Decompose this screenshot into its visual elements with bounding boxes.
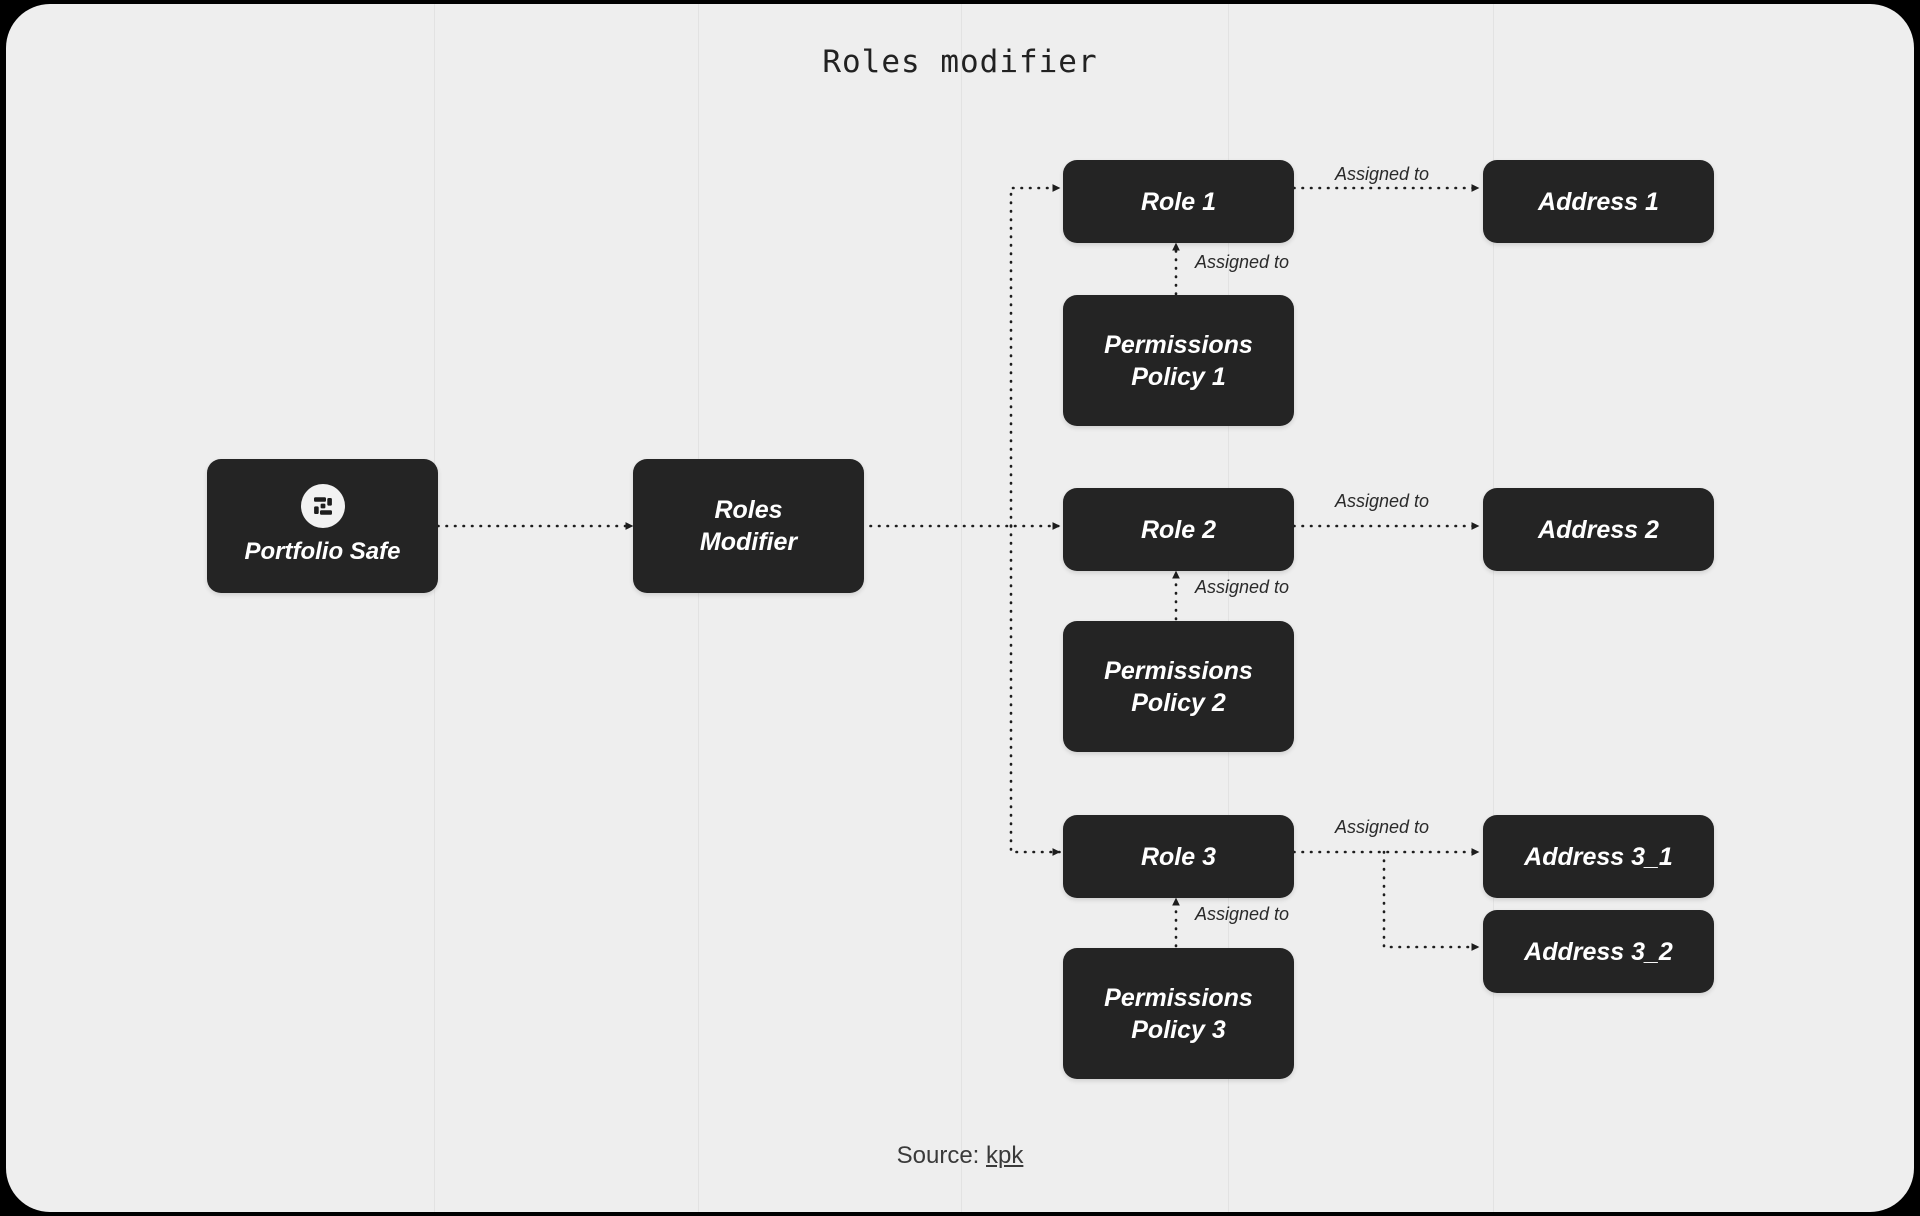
node-roles-modifier-line2: Modifier: [699, 528, 798, 556]
node-roles-modifier[interactable]: Roles Modifier: [633, 459, 864, 593]
edge-label-policy1-role1: Assigned to: [1195, 252, 1290, 272]
edge-modifier-to-role3: [1009, 524, 1062, 856]
node-role-1[interactable]: Role 1: [1063, 160, 1294, 243]
edge-label-policy3-role3: Assigned to: [1195, 904, 1290, 924]
node-roles-modifier-line1: Roles: [714, 496, 783, 524]
node-role-3-label: Role 3: [1140, 842, 1217, 871]
node-policy-1-line1: Permissions: [1104, 330, 1253, 359]
gridline-1: [434, 4, 435, 1212]
node-role-1-label: Role 1: [1140, 187, 1217, 216]
gridline-5: [1493, 4, 1494, 1212]
node-address-3-1[interactable]: Address 3_1: [1483, 815, 1714, 898]
node-portfolio-safe-label: Portfolio Safe: [244, 538, 401, 566]
gridline-3: [961, 4, 962, 1212]
node-portfolio-safe[interactable]: Portfolio Safe: [207, 459, 438, 593]
node-policy-2-line2: Policy 2: [1131, 688, 1226, 717]
edge-label-policy2-role2: Assigned to: [1195, 577, 1290, 597]
node-address-2[interactable]: Address 2: [1483, 488, 1714, 571]
gridline-2: [698, 4, 699, 1212]
edge-modifier-to-role1: [1009, 184, 1062, 528]
source-footer: Source: kpk: [6, 1142, 1914, 1170]
edge-label-role2-address2: Assigned to: [1335, 491, 1430, 511]
diagram-canvas: Roles modifier: [6, 4, 1914, 1212]
source-link[interactable]: kpk: [986, 1142, 1024, 1169]
node-address-3-2[interactable]: Address 3_2: [1483, 910, 1714, 993]
node-address-1[interactable]: Address 1: [1483, 160, 1714, 243]
edge-label-role1-address1: Assigned to: [1335, 164, 1430, 184]
node-policy-3-line2: Policy 3: [1131, 1015, 1226, 1044]
safe-logo-icon: [300, 484, 345, 529]
node-address-3-2-label: Address 3_2: [1524, 937, 1673, 966]
gridline-4: [1228, 4, 1229, 1212]
edge-label-role3-address3: Assigned to: [1335, 817, 1430, 837]
node-policy-3-line1: Permissions: [1104, 983, 1253, 1012]
source-prefix: Source:: [896, 1142, 987, 1169]
node-role-2-label: Role 2: [1140, 515, 1217, 544]
node-role-2[interactable]: Role 2: [1063, 488, 1294, 571]
node-address-1-label: Address 1: [1538, 187, 1659, 216]
node-policy-1-line2: Policy 1: [1131, 362, 1226, 391]
node-address-2-label: Address 2: [1538, 515, 1659, 544]
node-address-3-1-label: Address 3_1: [1524, 842, 1673, 871]
node-permissions-policy-1[interactable]: Permissions Policy 1: [1063, 295, 1294, 426]
node-permissions-policy-3[interactable]: Permissions Policy 3: [1063, 948, 1294, 1079]
node-role-3[interactable]: Role 3: [1063, 815, 1294, 898]
edge-role3-to-address3-2: [1382, 850, 1481, 951]
node-policy-2-line1: Permissions: [1104, 656, 1253, 685]
diagram-title: Roles modifier: [822, 44, 1098, 80]
node-permissions-policy-2[interactable]: Permissions Policy 2: [1063, 621, 1294, 752]
